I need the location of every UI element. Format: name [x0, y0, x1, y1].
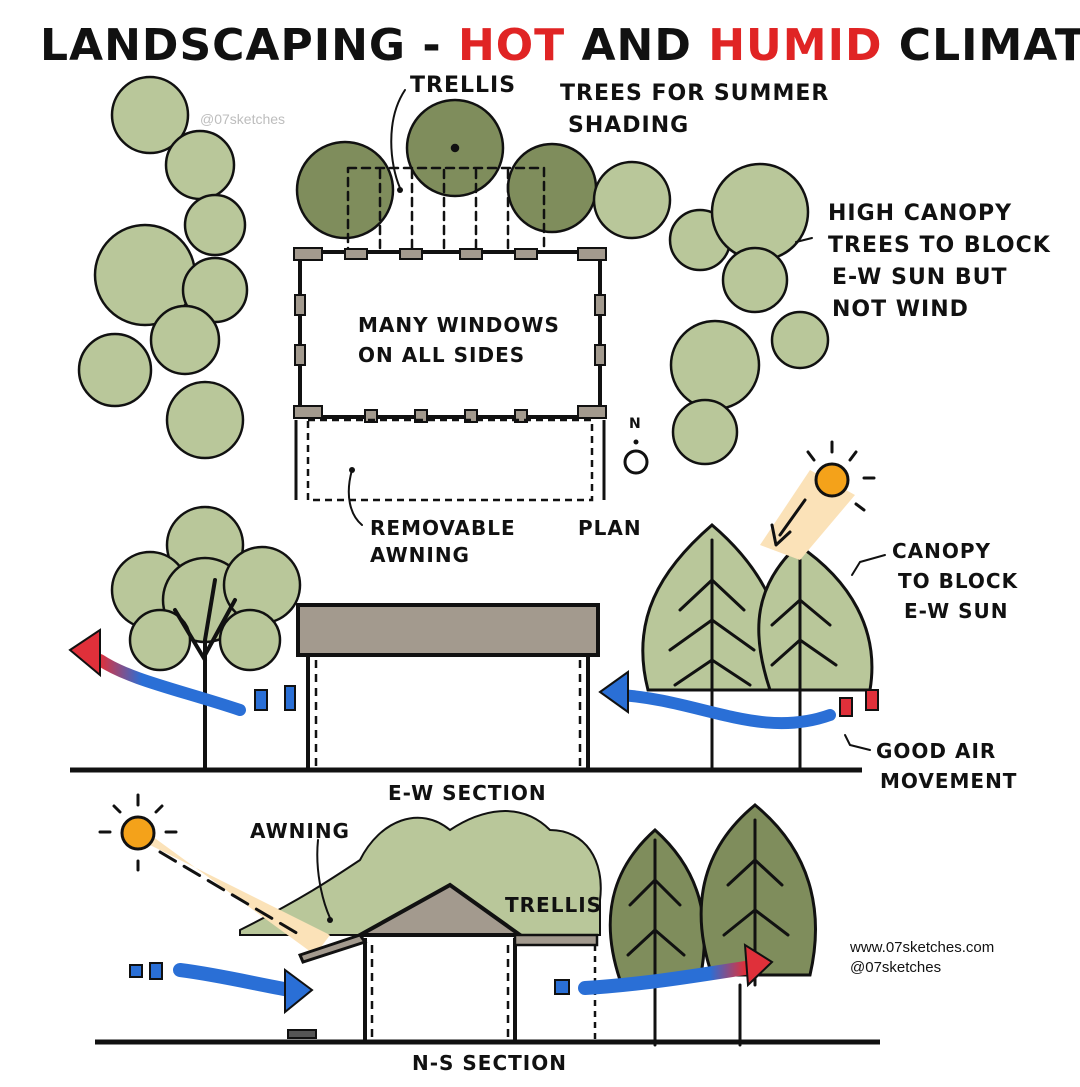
label-ns-section: N-S SECTION — [412, 1051, 567, 1075]
ns-wind-arrows — [129, 943, 774, 1015]
watermark-website: www.07sketches.com — [849, 939, 994, 956]
ns-house — [287, 882, 599, 1040]
label-canopy-2: TO BLOCK — [898, 569, 1019, 593]
ew-wind-arrows — [68, 628, 879, 730]
ew-tree-left — [110, 505, 302, 772]
label-canopy-3: E-W SUN — [904, 599, 1008, 623]
plan-house — [293, 247, 607, 502]
label-north: N — [629, 416, 642, 432]
sun-icon-ew — [760, 440, 876, 560]
label-trellis-top: TRELLIS — [410, 73, 516, 98]
label-canopy-1: CANOPY — [892, 539, 991, 563]
ew-house — [296, 603, 600, 770]
label-good-air-2: MOVEMENT — [880, 769, 1017, 793]
label-removable-1: REMOVABLE — [370, 516, 516, 540]
ew-trees-right — [641, 523, 874, 772]
label-high-canopy-4: NOT WIND — [832, 297, 969, 322]
plan-trellis — [346, 166, 546, 256]
label-ew-section: E-W SECTION — [388, 781, 547, 805]
plan-tree-cluster-top — [295, 98, 598, 240]
label-good-air-1: GOOD AIR — [876, 739, 996, 763]
watermark-handle-top: @07sketches — [200, 111, 285, 127]
sun-icon-ns — [98, 793, 330, 955]
north-arrow-icon: N — [623, 416, 649, 475]
label-trees-summer-2: SHADING — [568, 113, 689, 138]
label-windows-2: ON ALL SIDES — [358, 343, 525, 367]
label-plan: PLAN — [578, 516, 642, 540]
label-trees-summer-1: TREES FOR SUMMER — [560, 81, 829, 106]
ns-trees-background — [239, 810, 602, 936]
label-windows-1: MANY WINDOWS — [358, 313, 560, 337]
label-high-canopy-2: TREES TO BLOCK — [828, 233, 1051, 258]
watermark-handle-bottom: @07sketches — [850, 959, 941, 976]
label-awning: AWNING — [250, 819, 350, 843]
label-high-canopy-3: E-W SUN BUT — [832, 265, 1008, 290]
ns-trees-right — [608, 803, 817, 1047]
label-removable-2: AWNING — [370, 543, 470, 567]
label-high-canopy-1: HIGH CANOPY — [828, 201, 1012, 226]
plan-tree-cluster-right — [592, 160, 830, 466]
label-trellis-ns: TRELLIS — [505, 893, 602, 917]
plan-tree-cluster-left — [77, 75, 249, 460]
page-title: LANDSCAPING - HOT AND HUMID CLIMATE — [40, 20, 1080, 71]
